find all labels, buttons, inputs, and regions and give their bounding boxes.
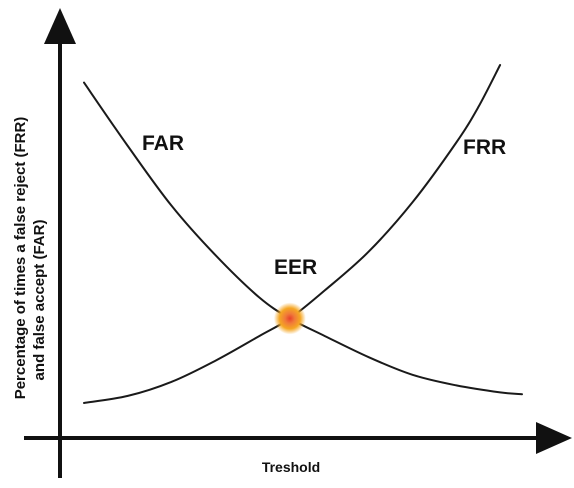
far-series-line xyxy=(83,81,523,396)
x-axis-arrowhead xyxy=(536,422,572,454)
eer-marker xyxy=(273,302,306,335)
y-axis-title-line-1: Percentage of times a false reject (FRR) xyxy=(12,117,29,400)
frr-series-label: FRR xyxy=(463,136,506,159)
frr-series-line xyxy=(83,64,502,404)
y-axis-arrowhead xyxy=(44,8,76,44)
far-series-label: FAR xyxy=(142,132,184,155)
x-axis-title: Treshold xyxy=(262,459,320,475)
y-axis-title-line-2: and false accept (FAR) xyxy=(31,220,48,381)
eer-annotation-label: EER xyxy=(274,256,317,279)
